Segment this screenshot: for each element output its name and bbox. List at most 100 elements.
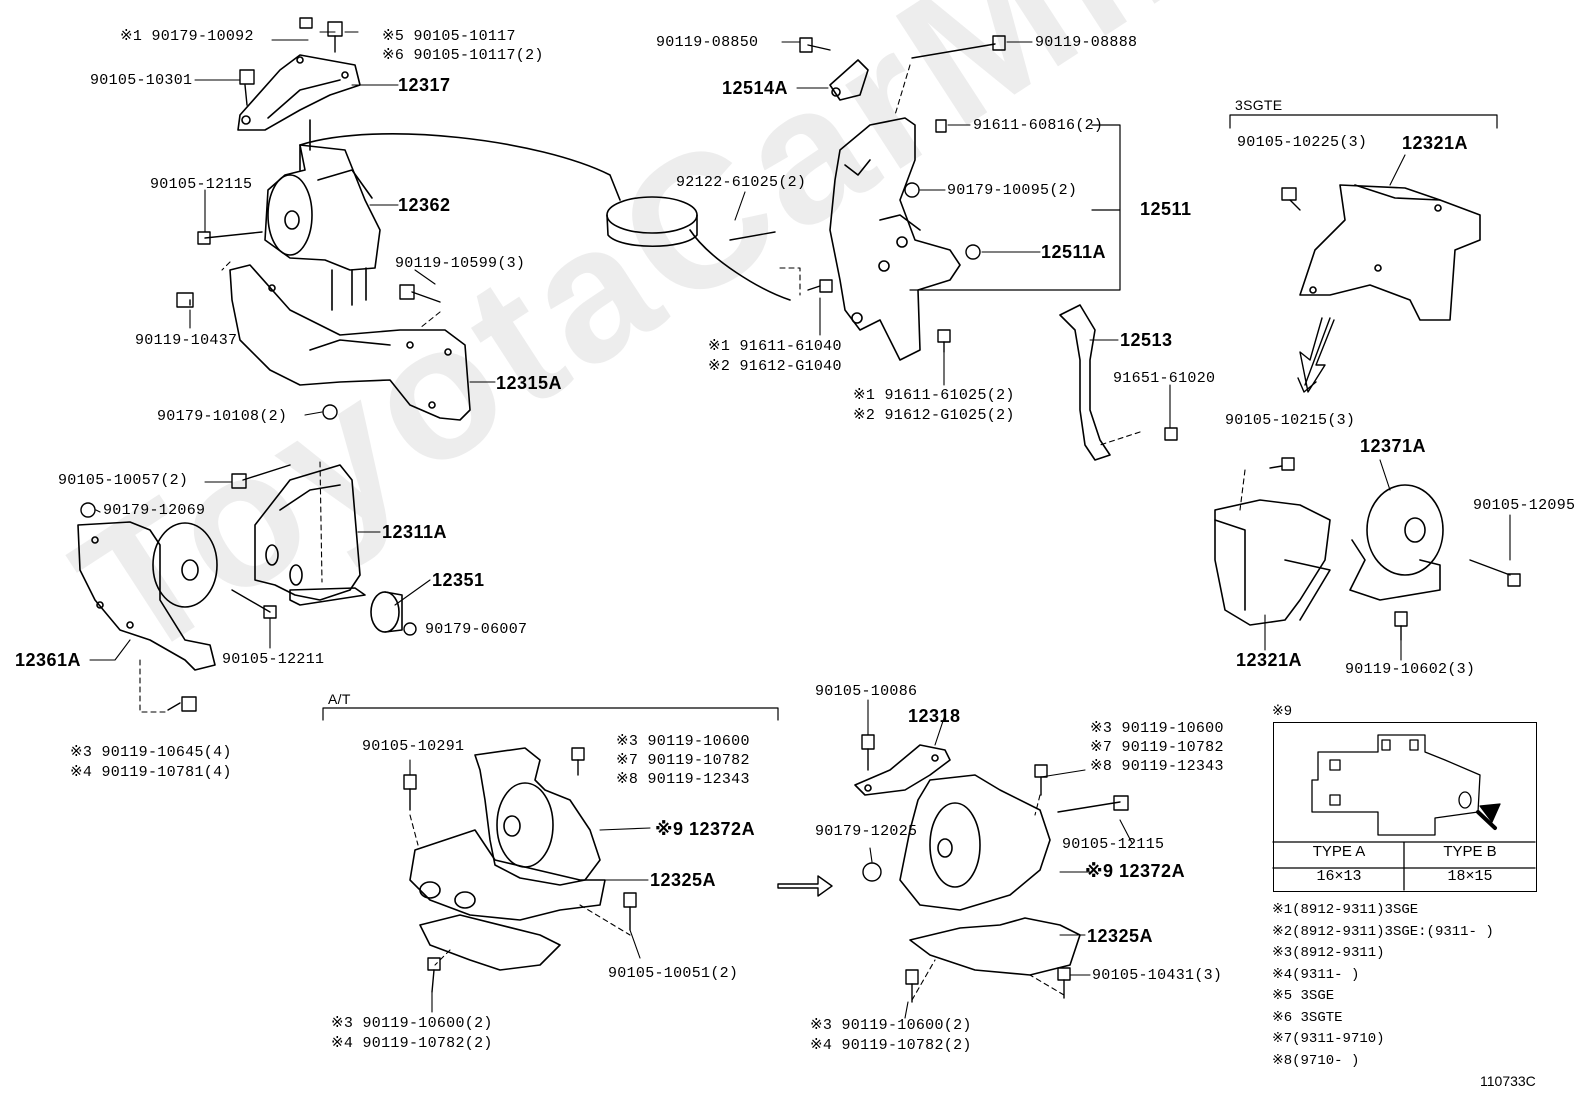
footnote: ※7(9311-9710) — [1272, 1031, 1385, 1047]
callout-label: 91651-61020 — [1113, 370, 1216, 387]
callout-label: ※7 90119-10782 — [1090, 739, 1224, 756]
callout-label: 90105-10301 — [90, 72, 193, 89]
bracket-12325A-left-drawing — [409, 829, 606, 971]
callout-label: 90105-12115 — [150, 176, 253, 193]
bracket-12318-drawing — [854, 744, 951, 796]
callout-label: 12514A — [722, 78, 789, 98]
callout-label: ※9 12372A — [655, 819, 756, 839]
callout-label: ※2 91612-G1025(2) — [853, 407, 1015, 424]
type-table: TYPE A TYPE B 16×13 18×15 — [1273, 722, 1537, 892]
callout-label: ※3 90119-10645(4) — [70, 744, 232, 761]
bushing-12351-drawing — [370, 591, 403, 633]
callout-label: ※3 90119-10600 — [616, 733, 750, 750]
callout-label: 12511 — [1140, 199, 1192, 219]
callout-label: ※5 90105-10117 — [382, 28, 516, 45]
callout-label: ※4 90119-10781(4) — [70, 764, 232, 781]
leader-lines — [89, 31, 1511, 1019]
callout-label: 90179-10095(2) — [947, 182, 1078, 199]
callout-label: 90105-12211 — [222, 651, 325, 668]
type-inset-drawing — [1272, 734, 1536, 891]
callout-label: 12325A — [650, 870, 717, 890]
callout-label: 90105-10431(3) — [1092, 967, 1223, 984]
callout-label: 12318 — [908, 706, 961, 726]
callout-label: 90119-10437 — [135, 332, 238, 349]
callout-label: 90179-12025 — [815, 823, 918, 840]
callout-label: 90179-10108(2) — [157, 408, 288, 425]
bracket-12325A-right-drawing — [909, 917, 1081, 976]
section-label-at: A/T — [328, 691, 351, 707]
callout-label: 90105-10051(2) — [608, 965, 739, 982]
mount-12362-drawing — [264, 119, 621, 311]
callout-label: 90105-10291 — [362, 738, 465, 755]
callout-label: 90119-08888 — [1035, 34, 1138, 51]
footnotes: ※1(8912-9311)3SGE ※2(8912-9311)3SGE:(931… — [1272, 900, 1494, 1072]
callout-label: ※2 91612-G1040 — [708, 358, 842, 375]
callout-label: ※1 90179-10092 — [120, 28, 254, 45]
diagram-code: 110733C — [1480, 1073, 1536, 1089]
callout-label: 12361A — [15, 650, 82, 670]
bracket-12315A-drawing — [229, 264, 471, 421]
dashed-lines — [139, 64, 1246, 1001]
callout-label: ※4 90119-10782(2) — [810, 1037, 972, 1054]
footnote: ※6 3SGTE — [1272, 1009, 1343, 1026]
callout-label: 90119-10602(3) — [1345, 661, 1476, 678]
callout-label: ※3 90119-10600 — [1090, 720, 1224, 737]
callout-label: 90105-10057(2) — [58, 472, 189, 489]
callout-label: 12317 — [398, 75, 451, 95]
callout-label: 90119-08850 — [656, 34, 759, 51]
footnote: ※8(9710- ) — [1272, 1052, 1360, 1069]
footnote: ※4(9311- ) — [1272, 966, 1360, 983]
bracket-12311A-drawing — [254, 464, 366, 606]
section-label-3sgte: 3SGTE — [1235, 97, 1283, 113]
callout-label: 12321A — [1402, 133, 1469, 153]
mount-12372A-right-drawing — [899, 774, 1051, 911]
callout-label: 12315A — [496, 373, 563, 393]
bracket-12514A-drawing — [829, 59, 869, 101]
callout-label: 90105-10215(3) — [1225, 412, 1356, 429]
footnote: ※1(8912-9311)3SGE — [1272, 902, 1419, 918]
callout-label: ※7 90119-10782 — [616, 752, 750, 769]
footnote: ※2(8912-9311)3SGE:(9311- ) — [1272, 923, 1494, 940]
type-a-header: TYPE A — [1312, 843, 1366, 860]
footnote: ※5 3SGE — [1272, 988, 1335, 1004]
bracket-12511-drawing — [829, 117, 961, 361]
callout-label: 90105-10086 — [815, 683, 918, 700]
mount-12321A-bottom-drawing — [1214, 499, 1331, 626]
callout-label: ※6 90105-10117(2) — [382, 47, 544, 64]
callout-label: 90119-10599(3) — [395, 255, 526, 272]
callout-label: 12325A — [1087, 926, 1154, 946]
callout-label: 12321A — [1236, 650, 1303, 670]
callout-label: ※9 12372A — [1085, 861, 1186, 881]
callout-label: ※3 90119-10600(2) — [810, 1017, 972, 1034]
mount-12321A-top-drawing — [1299, 184, 1481, 321]
note9-header: ※9 — [1272, 702, 1293, 718]
bracket-12317-drawing — [237, 54, 361, 131]
callout-label: 90179-12069 — [103, 502, 206, 519]
callout-label: 90179-06007 — [425, 621, 528, 638]
callout-label: ※8 90119-12343 — [616, 771, 750, 788]
callout-label: 12362 — [398, 195, 451, 215]
callout-label: ※1 91611-61040 — [708, 338, 842, 355]
callout-label: ※4 90119-10782(2) — [331, 1035, 493, 1052]
callout-label: 91611-60816(2) — [973, 117, 1104, 134]
type-a-value: 16×13 — [1316, 868, 1362, 885]
mount-12371A-drawing — [1349, 484, 1444, 601]
rod-12513-drawing — [1059, 304, 1111, 461]
callout-label: 90105-12115 — [1062, 836, 1165, 853]
callout-label: 12511A — [1041, 242, 1107, 262]
callout-label: 12311A — [382, 522, 448, 542]
callout-label: ※3 90119-10600(2) — [331, 1015, 493, 1032]
callout-label: 12513 — [1120, 330, 1173, 350]
callout-label: 90105-10225(3) — [1237, 134, 1368, 151]
type-b-value: 18×15 — [1447, 868, 1493, 885]
callout-label: 12371A — [1360, 436, 1427, 456]
callout-label: 92122-61025(2) — [676, 174, 807, 191]
callout-label: 90105-12095 — [1473, 497, 1576, 514]
footnote: ※3(8912-9311) — [1272, 945, 1385, 961]
mount-12372A-left-drawing — [474, 747, 601, 886]
callout-label: ※1 91611-61025(2) — [853, 387, 1015, 404]
mount-12361A-drawing — [77, 521, 218, 671]
callout-label: ※8 90119-12343 — [1090, 758, 1224, 775]
type-b-header: TYPE B — [1443, 843, 1497, 860]
